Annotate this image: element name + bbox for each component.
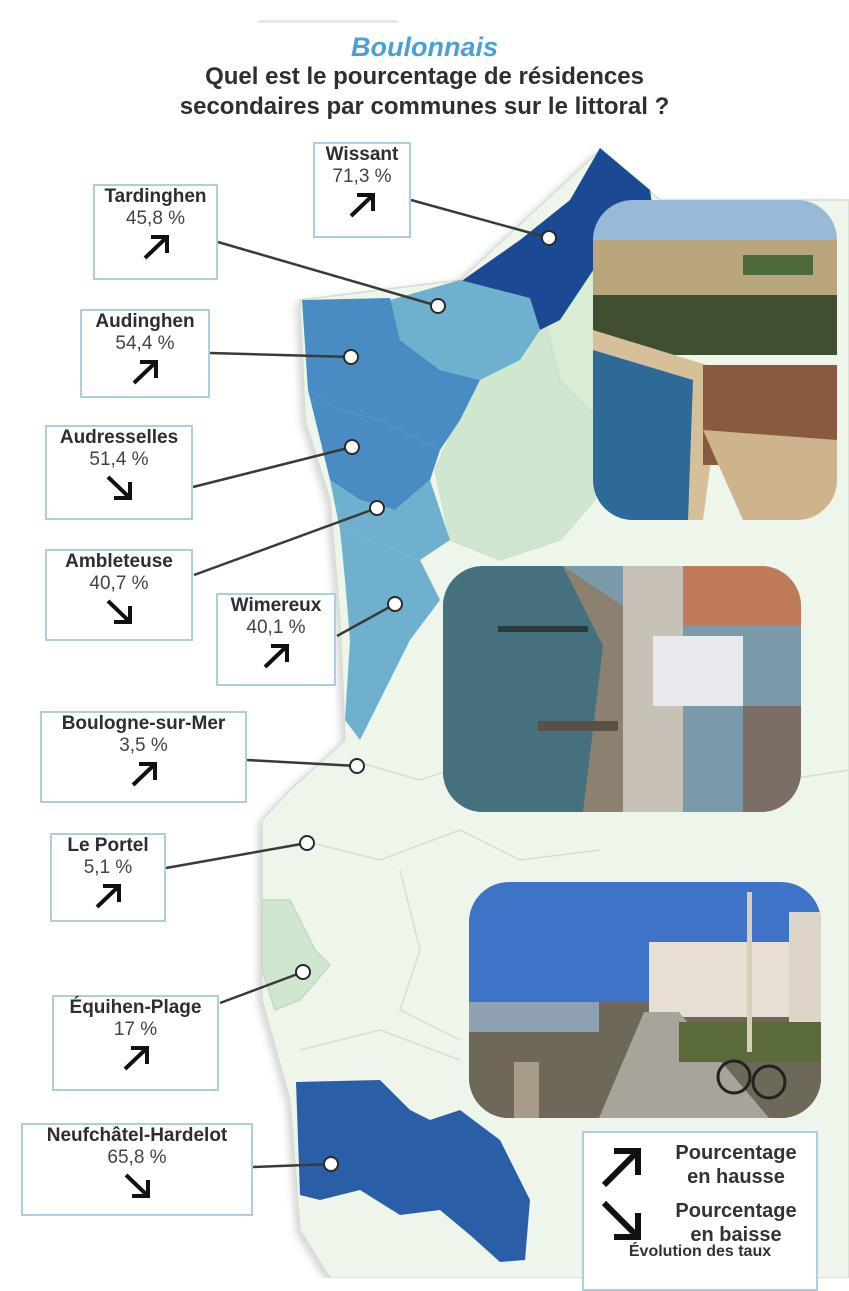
marker-equihen-plage[interactable] [295, 964, 311, 980]
label-le-portel: Le Portel 5,1 % [50, 833, 166, 922]
commune-audresselles [308, 390, 440, 510]
marker-tardinghen[interactable] [430, 298, 446, 314]
commune-name: Équihen-Plage [69, 997, 202, 1018]
marker-wissant[interactable] [541, 230, 557, 246]
legend-down-line-1: Pourcentage [675, 1200, 797, 1222]
label-boulogne-sur-mer: Boulogne-sur-Mer 3,5 % [40, 711, 247, 803]
marker-le-portel[interactable] [299, 835, 315, 851]
legend-up-label: Pourcentage en hausse [656, 1141, 816, 1189]
photo-promenade-image [469, 882, 821, 1118]
commune-equihen [261, 899, 332, 1011]
marker-neufchatel-hardelot[interactable] [323, 1156, 339, 1172]
commune-percentage: 40,1 % [246, 617, 306, 638]
legend-note: Évolution des taux [628, 1243, 772, 1260]
commune-percentage: 45,8 % [125, 208, 186, 229]
legend: Pourcentage en hausse Pourcentage en bai… [582, 1131, 818, 1291]
commune-audinghen [302, 298, 480, 450]
title-line-2: secondaires par communes sur le littoral… [179, 93, 670, 120]
commune-name: Ambleteuse [65, 551, 173, 572]
commune-name: Tardinghen [104, 186, 207, 207]
label-equihen-plage: Équihen-Plage 17 % [52, 995, 219, 1091]
trend-down-arrow-icon [106, 475, 132, 500]
commune-wissant [460, 148, 660, 330]
label-ambleteuse: Ambleteuse 40,7 % [45, 549, 193, 641]
commune-name: Le Portel [67, 835, 149, 856]
trend-up-arrow-icon [123, 1046, 149, 1071]
photo-seafront-image [443, 566, 801, 812]
legend-down-label: Pourcentage en baisse [656, 1199, 816, 1247]
trend-down-arrow-icon [106, 599, 132, 624]
commune-name: Audresselles [59, 427, 179, 448]
legend-down-line-2: en baisse [690, 1224, 782, 1246]
legend-up-line-2: en hausse [687, 1166, 785, 1188]
label-wimereux: Wimereux 40,1 % [216, 593, 336, 686]
photo-wissant-aerial [593, 200, 837, 520]
trend-up-arrow-icon [349, 193, 375, 218]
legend-up-arrow-icon [601, 1148, 641, 1188]
commune-name: Wimereux [230, 595, 322, 616]
commune-percentage: 54,4 % [115, 333, 175, 354]
commune-name: Neufchâtel-Hardelot [46, 1125, 228, 1146]
marker-wimereux[interactable] [387, 596, 403, 612]
marker-ambleteuse[interactable] [369, 500, 385, 516]
commune-tardinghen [390, 280, 540, 380]
trend-up-arrow-icon [263, 644, 289, 669]
commune-ambleteuse [330, 480, 450, 560]
trend-up-arrow-icon [143, 235, 169, 260]
commune-percentage: 65,8 % [107, 1147, 167, 1168]
label-audinghen: Audinghen 54,4 % [80, 309, 210, 398]
region-title: Boulonnais [351, 32, 498, 62]
label-wissant: Wissant 71,3 % [313, 142, 411, 238]
title-line-1: Quel est le pourcentage de résidences [205, 63, 644, 90]
marker-boulogne-sur-mer[interactable] [349, 758, 365, 774]
label-tardinghen: Tardinghen 45,8 % [93, 184, 218, 280]
commune-name: Audinghen [95, 311, 195, 332]
photo-promenade [469, 882, 821, 1118]
trend-up-arrow-icon [132, 360, 158, 385]
photo-aerial-coast-image [593, 200, 837, 520]
legend-down-arrow-icon [601, 1200, 641, 1240]
commune-markers [295, 230, 557, 1172]
legend-up-line-1: Pourcentage [675, 1142, 797, 1164]
trend-down-arrow-icon [124, 1173, 150, 1198]
commune-percentage: 17 % [113, 1019, 158, 1040]
commune-name: Wissant [325, 144, 399, 165]
marker-audresselles[interactable] [344, 439, 360, 455]
commune-percentage: 71,3 % [332, 166, 392, 187]
label-audresselles: Audresselles 51,4 % [45, 425, 193, 520]
commune-neufchatel-hardelot [296, 1080, 530, 1262]
commune-percentage: 5,1 % [83, 857, 133, 878]
page-title: Quel est le pourcentage de résidences se… [0, 62, 849, 122]
marker-audinghen[interactable] [343, 349, 359, 365]
commune-wimereux [340, 530, 440, 740]
commune-name: Boulogne-sur-Mer [61, 713, 226, 734]
commune-percentage: 51,4 % [89, 449, 149, 470]
trend-up-arrow-icon [95, 884, 121, 909]
connector-lines [165, 198, 550, 1169]
commune-percentage: 40,7 % [89, 573, 149, 594]
photo-wimereux-seafront [443, 566, 801, 812]
kicker-bar [258, 20, 398, 23]
label-neufchatel-hardelot: Neufchâtel-Hardelot 65,8 % [21, 1123, 253, 1216]
trend-up-arrow-icon [131, 762, 157, 787]
commune-percentage: 3,5 % [119, 735, 168, 756]
